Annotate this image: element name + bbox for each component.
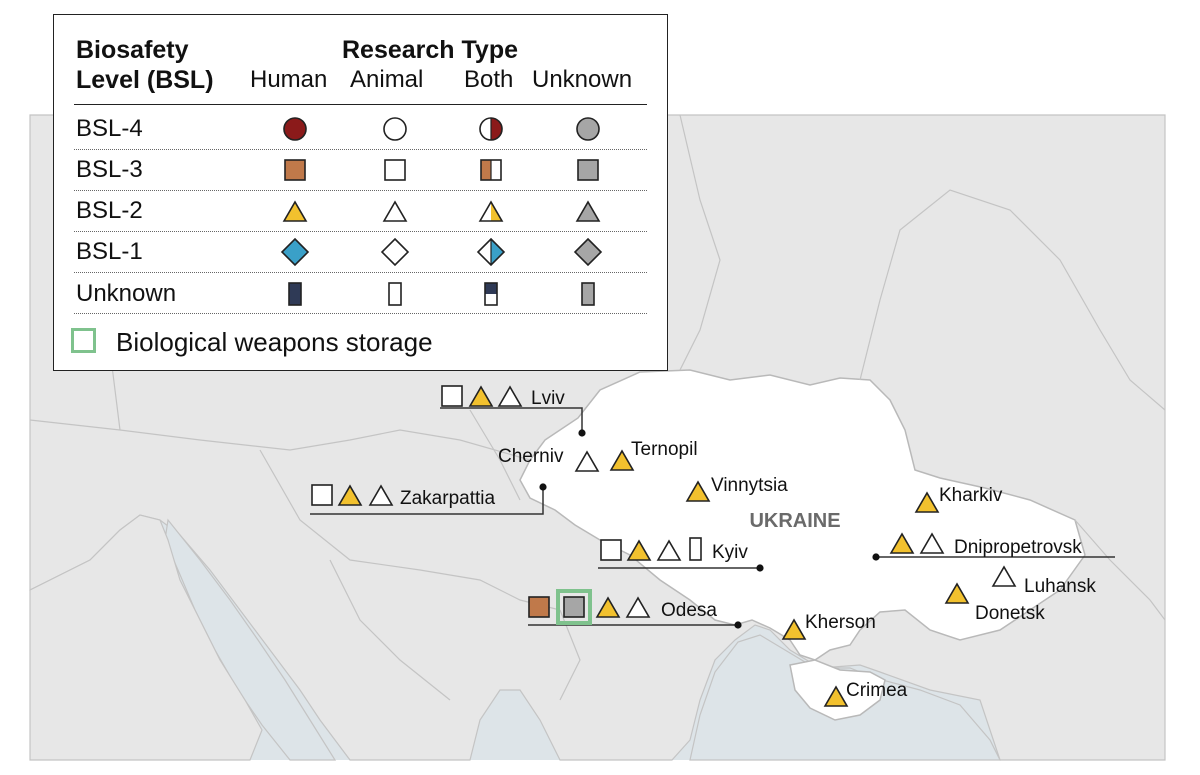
legend-header-rule [74,104,647,105]
location-odesa[interactable]: Odesa [528,589,717,625]
location-label-zakarpattia: Zakarpattia [400,488,495,509]
location-dnipropetrovsk[interactable]: Dnipropetrovsk [889,532,1082,558]
legend-column-animal: Animal [350,66,424,93]
unknown-unknown-icon [581,282,595,306]
bsl3-human-icon [284,159,306,181]
location-label-donetsk: Donetsk [975,603,1045,624]
country-label-ukraine: UKRAINE [749,510,840,532]
storage-legend-swatch [71,328,96,353]
legend-research-type-title: Research Type [342,36,519,64]
bsl1-unknown-icon [573,237,603,267]
legend-row-divider [74,149,647,150]
storage-legend-label: Biological weapons storage [116,327,433,357]
bsl3-unknown-icon [577,159,599,181]
unknown-both-icon [485,283,497,294]
bsl2-animal-icon [991,565,1017,587]
bsl3-human-icon [528,596,550,618]
location-crimea[interactable]: Crimea [823,680,908,707]
bsl2-human-icon [595,596,621,618]
bsl2-human-icon [914,491,940,513]
bsl3-unknown-icon [563,596,585,618]
bsl2-human-icon [609,449,635,471]
legend-row-divider [74,272,647,273]
bsl4-both-icon [480,118,491,140]
location-kherson[interactable]: Kherson [781,612,876,640]
bsl3-both-icon [481,160,491,180]
bsl4-human-icon [283,117,307,141]
bsl3-animal-icon [441,385,463,407]
legend-bsl-title-line2: Level (BSL) [76,66,214,94]
legend-row-divider [74,231,647,232]
bsl2-animal-icon [919,532,945,554]
legend-row-bsl1: BSL-1 [76,238,143,265]
location-label-crimea: Crimea [846,680,908,701]
location-vinnytsia[interactable]: Vinnytsia [685,475,788,502]
location-ternopil[interactable]: Ternopil [609,439,698,471]
location-label-odesa: Odesa [661,600,717,621]
location-label-cherniv: Cherniv [498,446,564,467]
location-lviv[interactable]: Lviv [441,385,565,409]
bsl2-animal-icon [574,450,600,472]
location-label-vinnytsia: Vinnytsia [711,475,788,496]
bsl2-human-icon [282,200,308,222]
legend-bsl-title-line1: Biosafety [76,36,189,64]
legend-row-bsl2: BSL-2 [76,197,143,224]
unknown-human-icon [288,282,302,306]
legend-row-divider [74,313,647,314]
legend-row-unknown: Unknown [76,280,177,307]
land-ukraine [519,369,1086,661]
location-label-kyiv: Kyiv [712,542,748,563]
land-italy [29,514,263,761]
bsl2-animal-icon [368,484,394,506]
bsl3-animal-icon [384,159,406,181]
bsl2-animal-icon [382,200,408,222]
location-donetsk[interactable]: Donetsk [944,582,1045,624]
location-kharkiv[interactable]: Kharkiv [914,485,1003,513]
bsl1-animal-icon [380,237,410,267]
bsl2-human-icon [889,532,915,554]
location-label-ternopil: Ternopil [631,439,698,460]
bsl1-both-icon [478,239,491,265]
location-cherniv[interactable]: Cherniv [498,446,600,472]
bsl2-human-icon [468,385,494,407]
bsl2-animal-icon [656,539,682,561]
bsl2-human-icon [337,484,363,506]
storage-frame-icon [556,589,592,625]
location-label-kharkiv: Kharkiv [939,485,1003,506]
bsl2-unknown-icon [575,200,601,222]
legend-row-bsl4: BSL-4 [76,115,143,142]
legend-column-human: Human [250,66,328,93]
location-luhansk[interactable]: Luhansk [991,565,1096,597]
bsl1-human-icon [280,237,310,267]
legend-row-divider [74,190,647,191]
bsl2-animal-icon [497,385,523,407]
location-label-lviv: Lviv [531,388,565,409]
bsl3-animal-icon [600,539,622,561]
bsl4-animal-icon [383,117,407,141]
bsl2-human-icon [685,480,711,502]
bsl4-unknown-icon [576,117,600,141]
location-zakarpattia[interactable]: Zakarpattia [311,484,495,509]
country-borders [29,114,1166,701]
sea-adriatic [164,518,337,761]
bsl2-animal-icon [625,596,651,618]
map-legend: Biosafety Level (BSL) Research Type Huma… [53,14,668,371]
location-kyiv[interactable]: Kyiv [600,537,748,563]
bsl2-human-icon [626,539,652,561]
legend-column-unknown: Unknown [532,66,633,93]
legend-row-bsl3: BSL-3 [76,156,143,183]
bsl3-animal-icon [311,484,333,506]
unknown-animal-icon [689,537,702,561]
location-dots [539,429,880,629]
unknown-animal-icon [388,282,402,306]
location-label-luhansk: Luhansk [1024,576,1096,597]
legend-symbol-grid [280,117,603,306]
location-label-kherson: Kherson [805,612,876,633]
bsl2-human-icon [823,685,849,707]
bsl2-human-icon [944,582,970,604]
location-label-dnipropetrovsk: Dnipropetrovsk [954,537,1082,558]
bsl2-human-icon [781,618,807,640]
legend-column-both: Both [464,66,514,93]
